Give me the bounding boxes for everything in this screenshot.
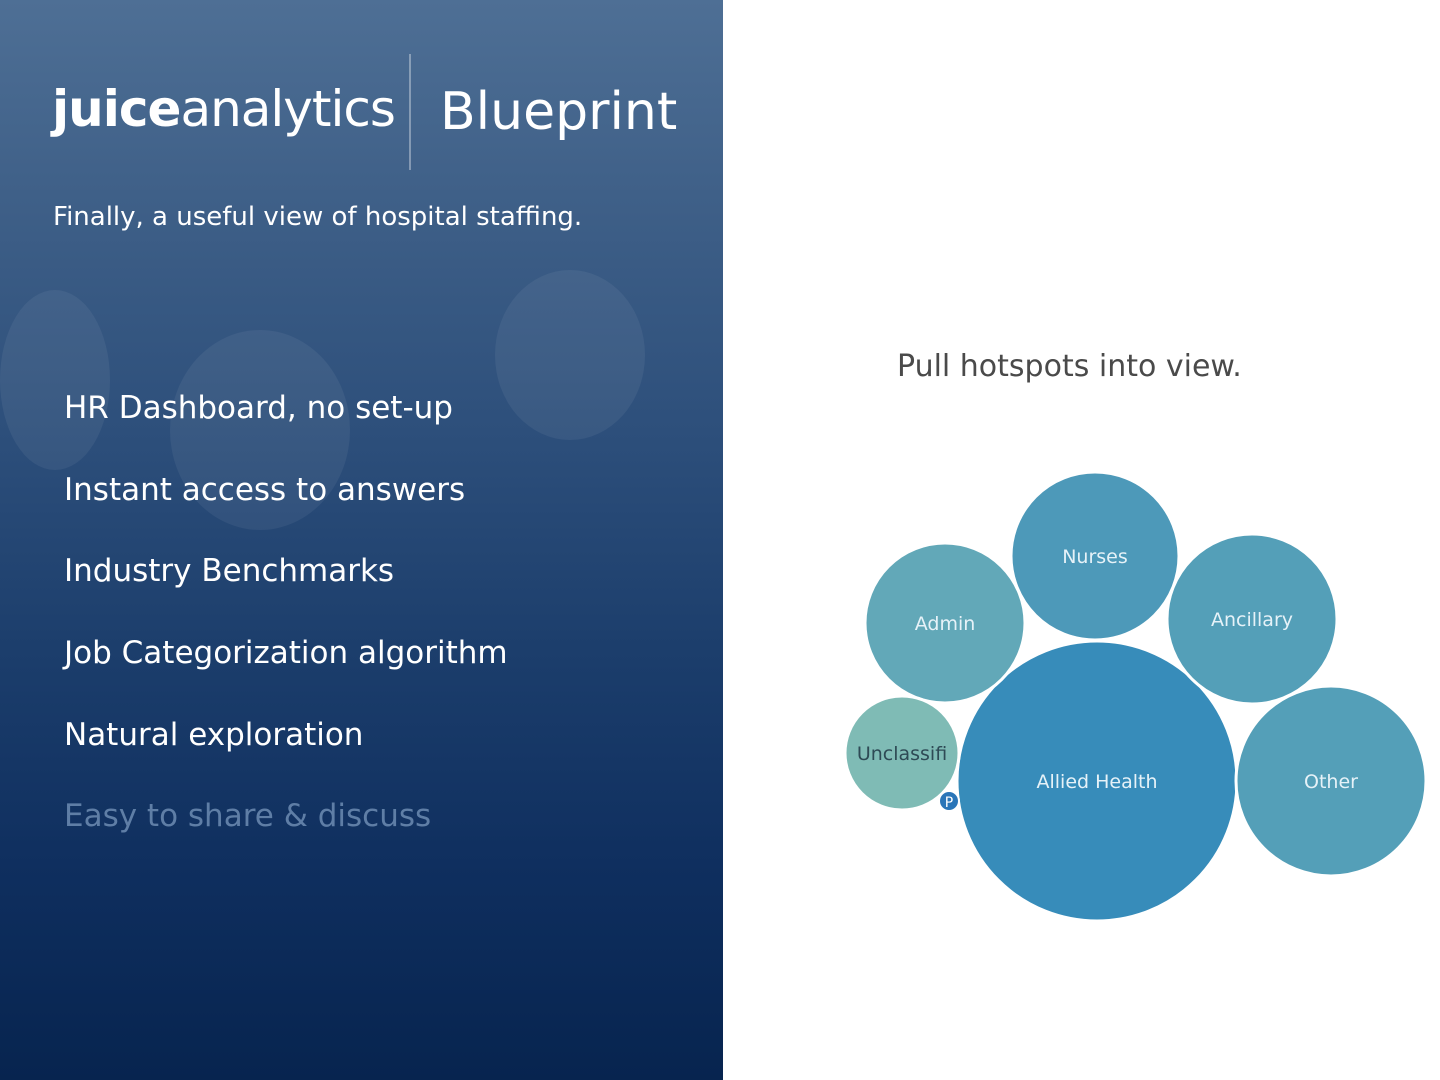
background-photo-figure: [0, 290, 110, 470]
bubble-label: Nurses: [1062, 546, 1128, 568]
bubble-label: Other: [1304, 771, 1358, 793]
feature-item: Job Categorization algorithm: [64, 635, 508, 671]
bubble-nurses[interactable]: [1009, 470, 1181, 642]
badge-label: P: [945, 795, 953, 811]
logo-divider: [409, 54, 411, 170]
brand-header: juiceanalytics Blueprint: [52, 54, 702, 170]
feature-item: HR Dashboard, no set-up: [64, 390, 453, 426]
chart-heading: Pull hotspots into view.: [897, 349, 1242, 384]
bubble-label: Allied Health: [1036, 771, 1157, 793]
bubble-label: Ancillary: [1211, 609, 1293, 631]
bubble-chart: Allied Health Other Ancillary NursesAdminUn…: [843, 470, 1428, 923]
bubble-label: Unclassifi: [857, 743, 947, 765]
background-photo-figure: [170, 330, 350, 530]
tagline: Finally, a useful view of hospital staff…: [53, 202, 583, 232]
hero-panel: juiceanalytics Blueprint Finally, a usef…: [0, 0, 723, 1080]
background-photo-figure: [495, 270, 645, 440]
feature-item-dimmed: Easy to share & discuss: [64, 798, 432, 834]
bubble-other[interactable]: [1234, 684, 1428, 878]
feature-item: Natural exploration: [64, 717, 364, 753]
bubble-label: Admin: [915, 613, 976, 635]
bubble-admin[interactable]: [863, 541, 1027, 705]
juice-analytics-logo: juiceanalytics: [52, 80, 396, 138]
product-name: Blueprint: [440, 82, 678, 142]
bubble-ancillary[interactable]: [1165, 532, 1339, 706]
feature-item: Industry Benchmarks: [64, 553, 395, 589]
feature-item: Instant access to answers: [64, 472, 466, 508]
badge-icon[interactable]: [938, 790, 960, 812]
bubble-unclassifi[interactable]: [843, 694, 961, 812]
